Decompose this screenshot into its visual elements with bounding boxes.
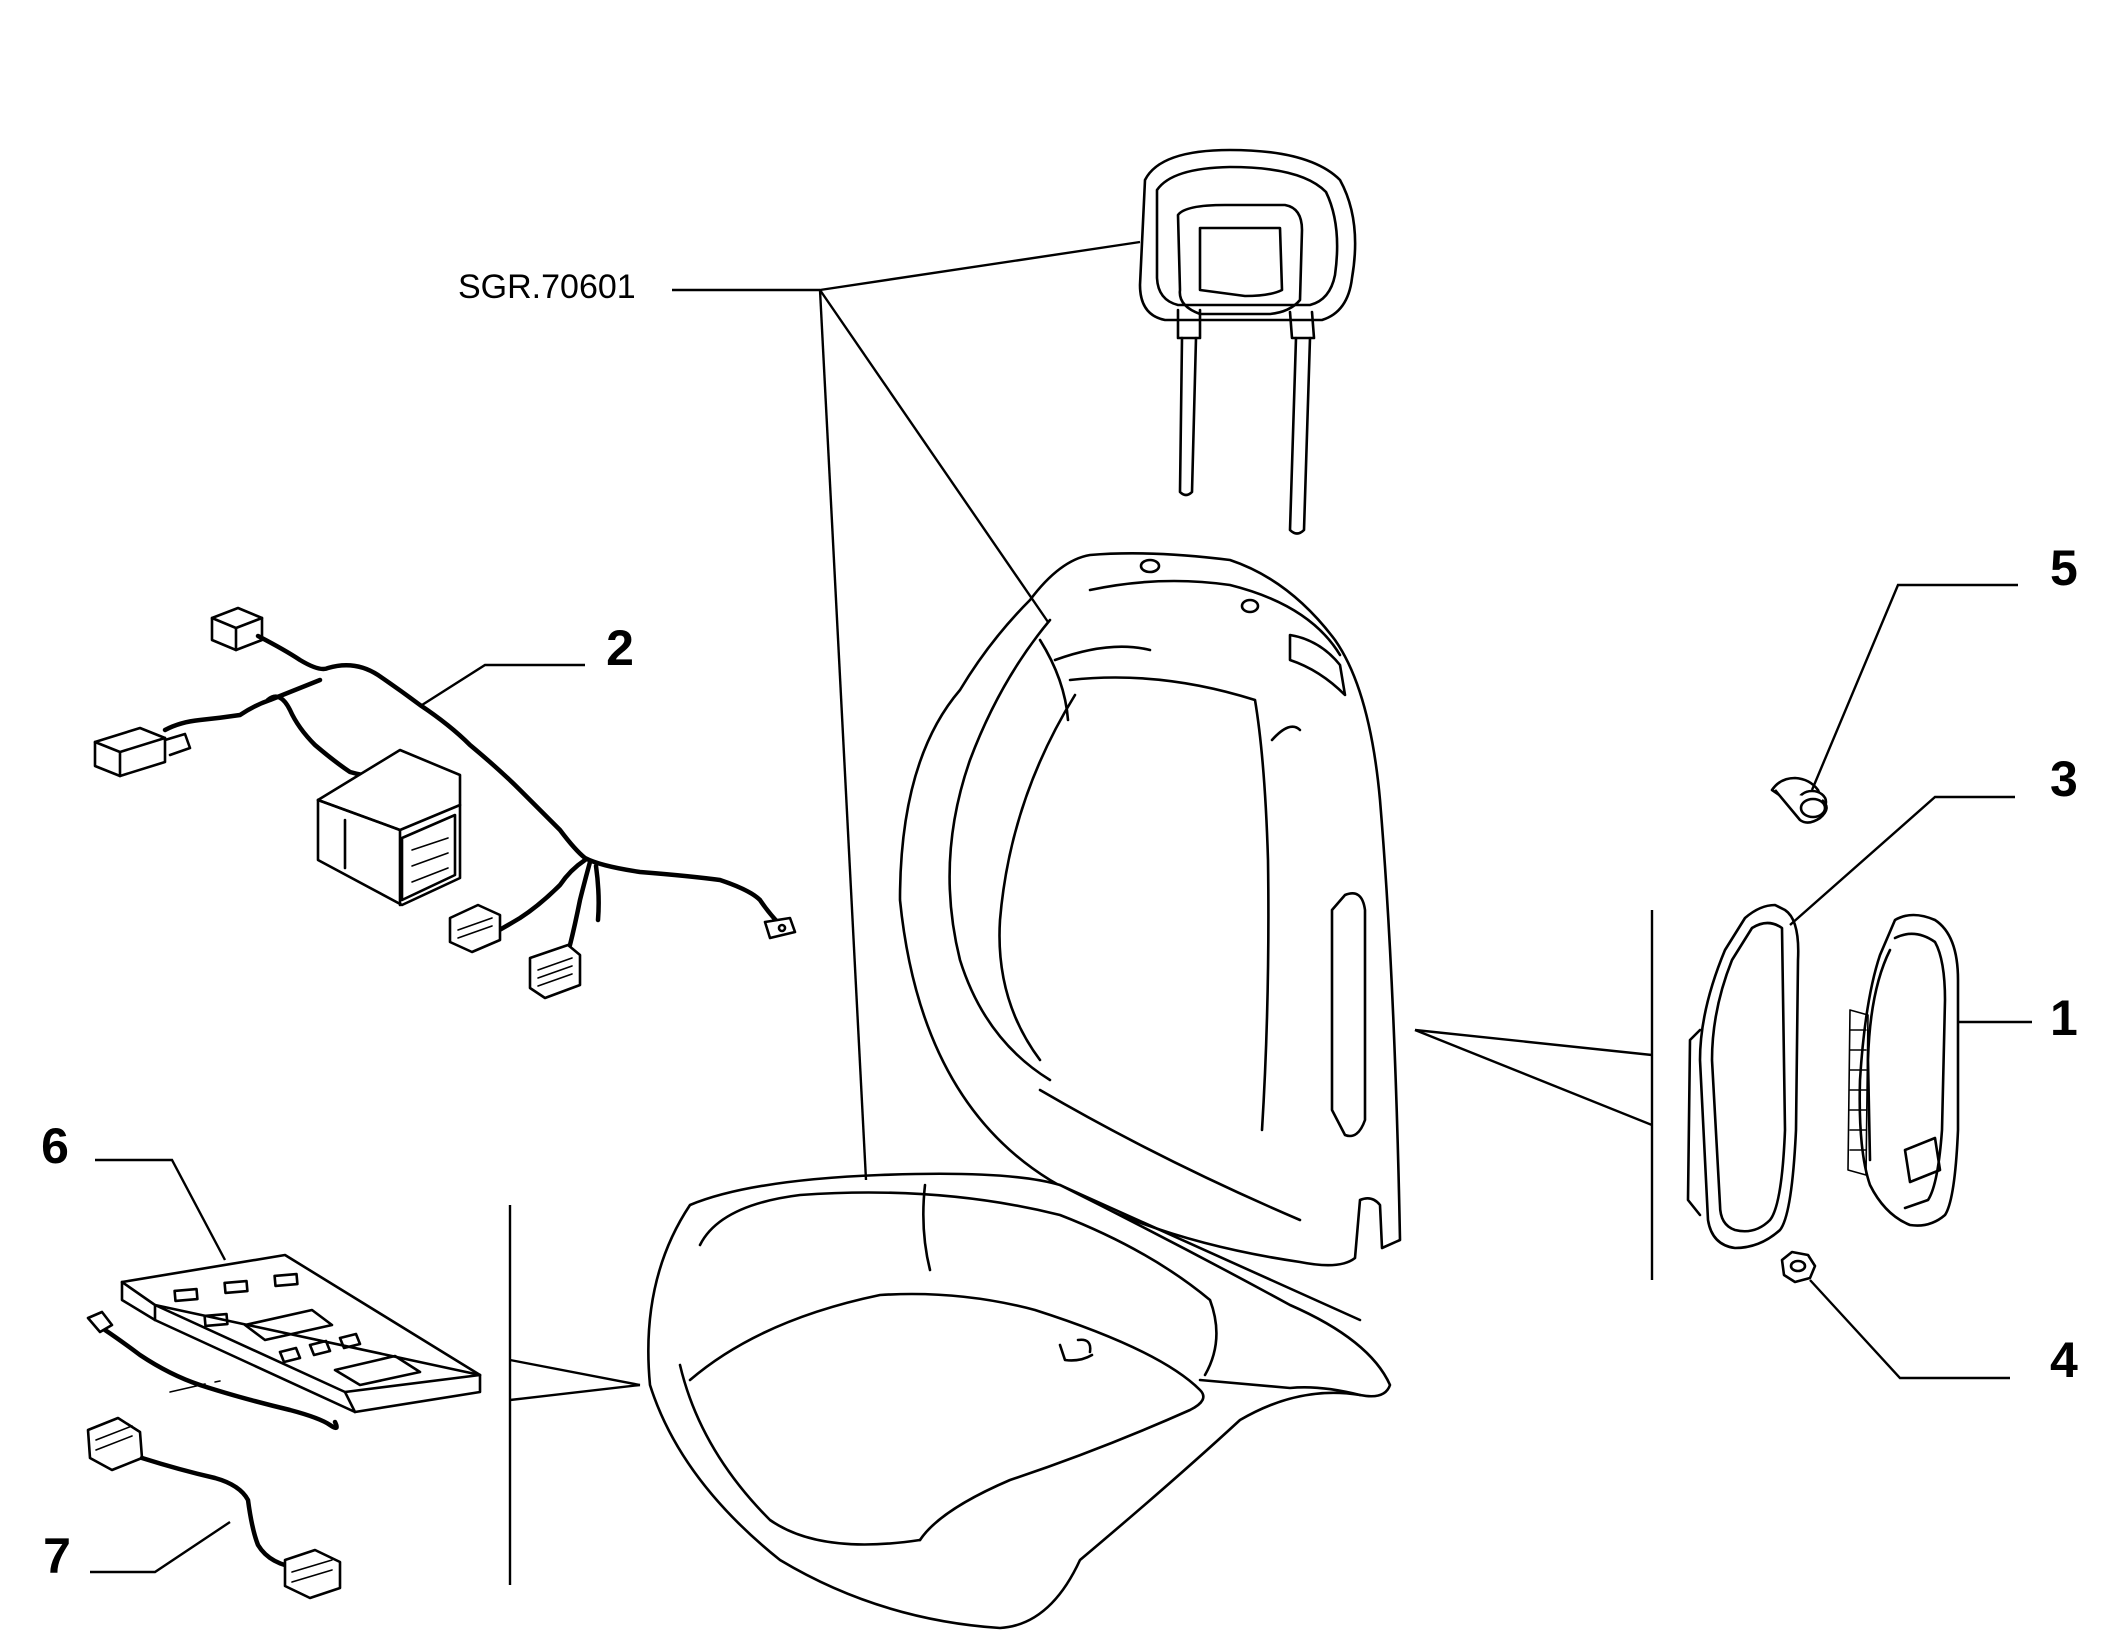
callout-2: 2: [606, 620, 634, 676]
control-plate: [86, 1253, 482, 1431]
callout-7: 7: [43, 1528, 71, 1584]
nut: [1780, 1250, 1817, 1284]
connector-cable: [86, 1416, 342, 1600]
headrest: [1138, 148, 1357, 535]
wiring-harness: [93, 606, 797, 1000]
callout-4: 4: [2050, 1332, 2078, 1388]
leader-lines: [90, 240, 2032, 1585]
callout-1: 1: [2050, 990, 2078, 1046]
callout-5: 5: [2050, 540, 2078, 596]
backrest: [898, 552, 1402, 1267]
side-cover: [1847, 913, 1960, 1227]
side-trim-panel: [1686, 903, 1800, 1250]
plug: [1770, 776, 1828, 824]
callout-3: 3: [2050, 751, 2078, 807]
callout-6: 6: [41, 1118, 69, 1174]
reference-code-label: SGR.70601: [458, 268, 636, 306]
seat-cushion: [647, 1172, 1392, 1630]
